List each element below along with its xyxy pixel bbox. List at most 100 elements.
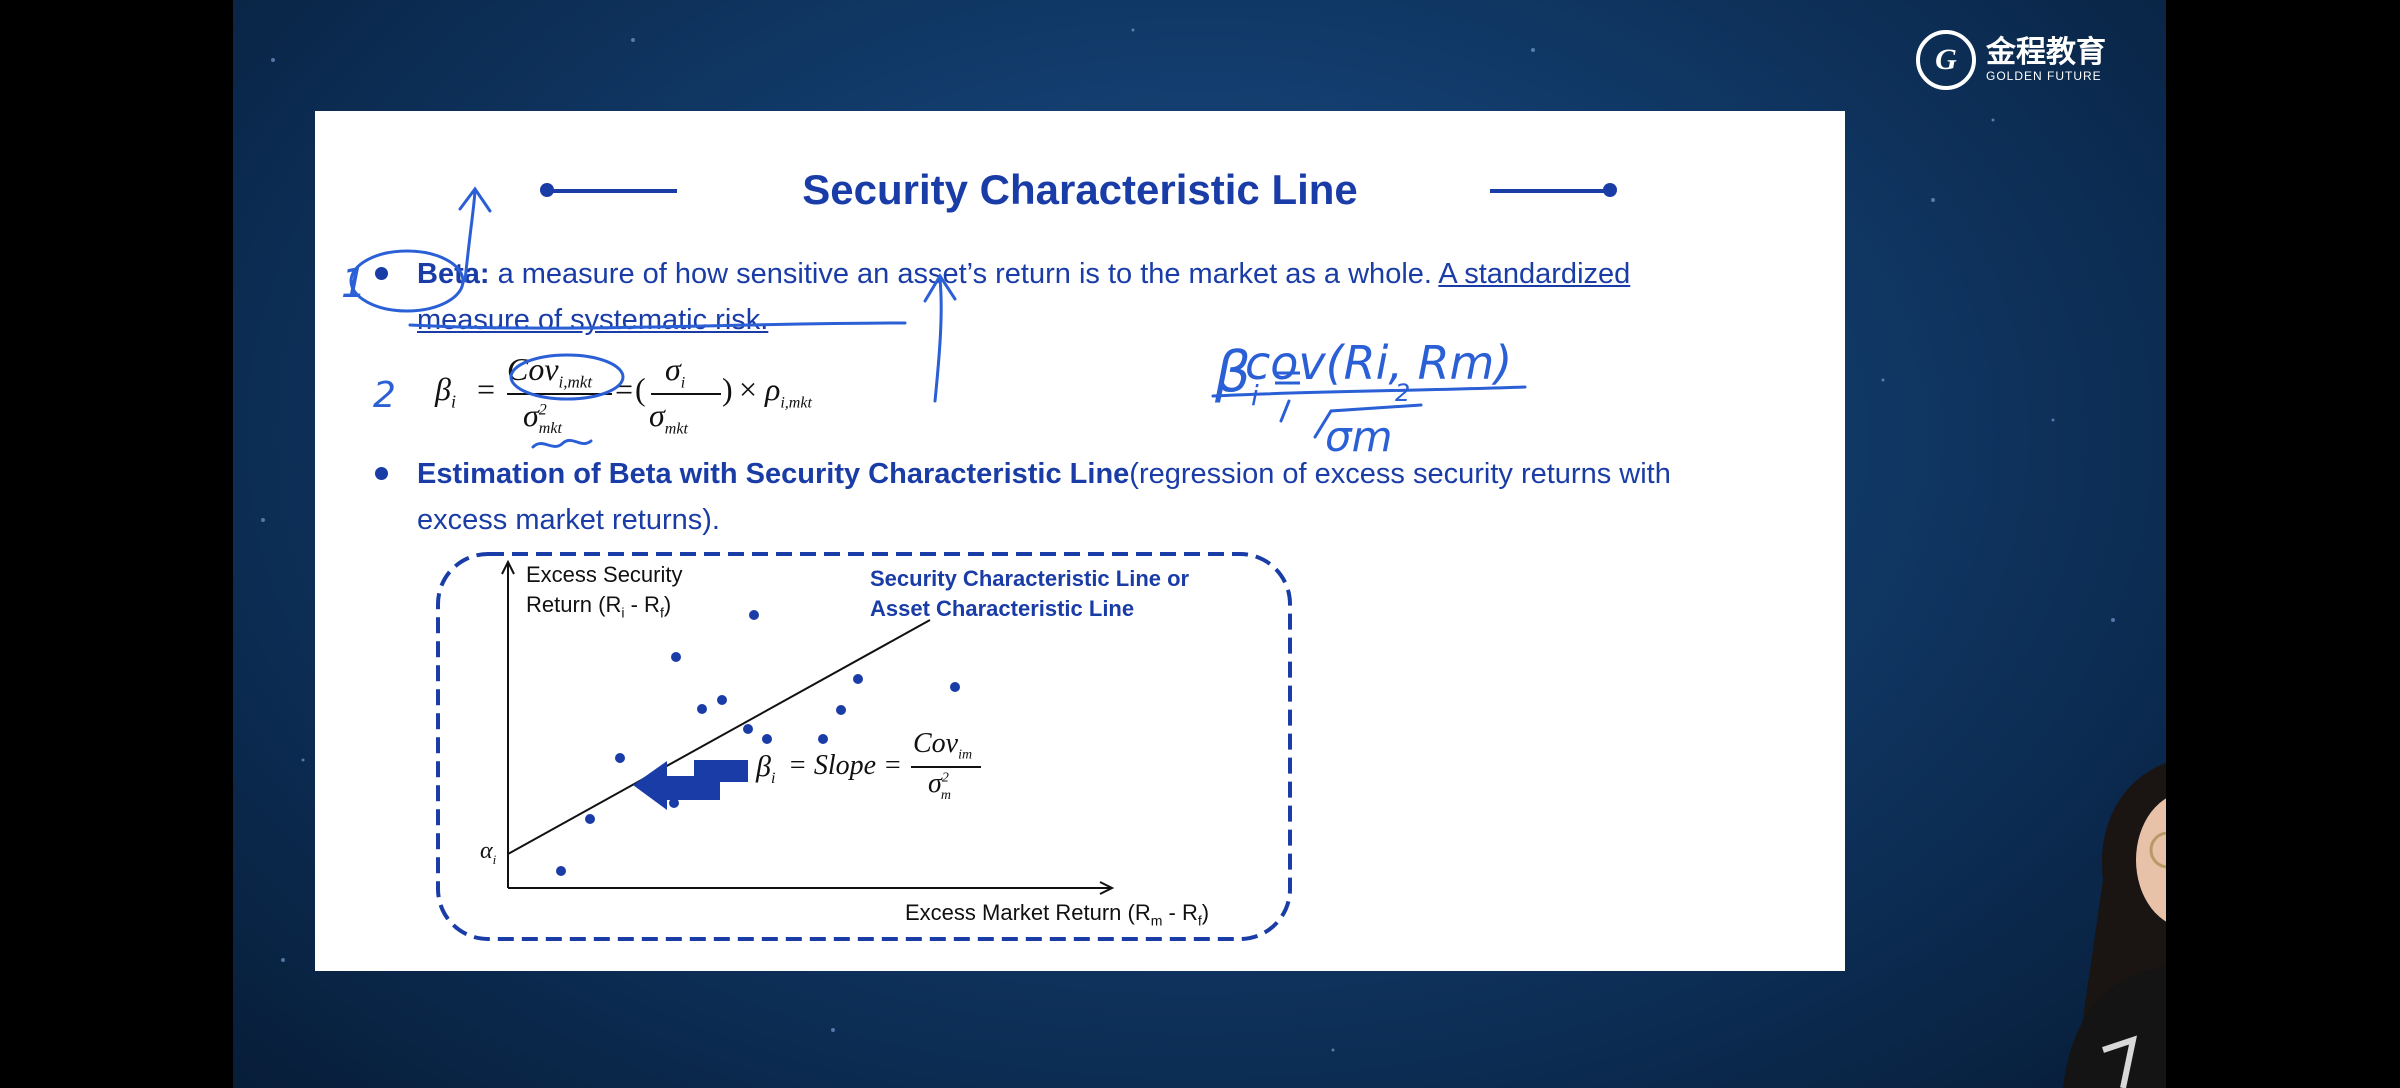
alpha-label: αi	[480, 838, 496, 868]
logo-mark-icon: G	[1916, 30, 1976, 90]
formula-sq: 2	[538, 401, 547, 419]
slide: Security Characteristic Line Beta: a mea…	[315, 111, 1845, 971]
y-axis-label-sub-f: f	[659, 604, 664, 621]
formula-cov-sub: i,mkt	[558, 372, 593, 392]
slope-formula: βi = Slope = Covim σ2m	[756, 728, 996, 828]
annotation-beta: β	[1214, 340, 1251, 405]
formula-rho: ρi,mkt	[765, 371, 812, 412]
title-decoration-right	[1490, 189, 1610, 193]
formula-times: ×	[739, 371, 758, 407]
annotation-beta-sub: i	[1251, 379, 1259, 412]
data-point	[950, 682, 960, 692]
slope-sq: 2	[941, 770, 949, 786]
y-axis-label-line1: Excess Security	[526, 562, 683, 587]
data-point	[671, 652, 681, 662]
formula-sigma-i: σi	[665, 351, 685, 392]
scl-line-label: Security Characteristic Line or Asset Ch…	[870, 564, 1189, 624]
estimation-text: Estimation of Beta with Security Charact…	[417, 451, 1767, 543]
scl-diagram: Excess Security Return (Ri - Rf) Securit…	[430, 548, 1300, 948]
estimation-term: Estimation of Beta with Security Charact…	[417, 458, 1130, 490]
formula-cov: Covi,mkt	[507, 351, 592, 392]
formula-rho-symbol: ρ	[765, 371, 781, 407]
data-point	[743, 724, 753, 734]
video-frame: G 金程教育 GOLDEN FUTURE Security Characteri…	[233, 0, 2166, 1088]
x-axis-label: Excess Market Return (Rm - Rf)	[905, 898, 1209, 935]
beta-underlined-text: A standardized measure of systematic ris…	[417, 258, 1631, 336]
estimation-description: (regression of excess security returns w…	[417, 458, 1671, 536]
data-point	[749, 610, 759, 620]
formula-fraction-bar-2	[651, 393, 721, 395]
dashed-border	[436, 552, 1292, 941]
title-decoration-dot-left	[540, 183, 554, 197]
slope-cov: Cov	[913, 728, 959, 759]
logo-english-text: GOLDEN FUTURE	[1986, 69, 2102, 83]
scl-diagram-graphics	[436, 552, 1292, 941]
slope-cov-sub: im	[958, 747, 973, 763]
scl-line-label-2: Asset Characteristic Line	[870, 596, 1135, 621]
data-point	[762, 734, 772, 744]
x-axis-arrow	[1099, 881, 1115, 895]
beta-term: Beta:	[417, 258, 490, 290]
formula-mkt-sub: mkt	[538, 420, 562, 438]
bullet-estimation	[375, 467, 388, 480]
beta-text: a measure of how sensitive an asset’s re…	[489, 258, 1439, 290]
background-stars	[261, 28, 2115, 1052]
formula-eq-2: =	[615, 371, 634, 407]
logo-chinese-text: 金程教育	[1986, 35, 2106, 70]
formula-sigma-mkt-sub: mkt	[664, 420, 688, 438]
y-axis-label-line2: Return (Ri - Rf)	[526, 590, 683, 627]
x-axis-label-r: Excess Market Return (R	[905, 900, 1151, 925]
beta-definition: Beta: a measure of how sensitive an asse…	[417, 251, 1717, 343]
data-point	[836, 705, 846, 715]
data-point	[615, 753, 625, 763]
formula-rho-sub: i,mkt	[780, 394, 812, 412]
presenter-clothes	[2063, 966, 2166, 1088]
slope-sigma: σ	[928, 768, 942, 799]
data-point	[585, 814, 595, 824]
formula-cov-text: Cov	[507, 351, 559, 387]
formula-sigma-mkt-symbol: σ	[649, 397, 665, 433]
y-axis-arrow	[501, 559, 515, 575]
data-point	[669, 798, 679, 808]
y-axis-label: Excess Security Return (Ri - Rf)	[526, 560, 683, 627]
annotation-squiggle	[531, 438, 593, 449]
y-axis-label-r: Return (R	[526, 592, 622, 617]
y-axis-label-mid: - R	[624, 592, 660, 617]
bullet-beta	[375, 267, 388, 280]
title-decoration-left	[547, 189, 677, 193]
annotation-numerator: cov(Ri, Rm)	[1245, 336, 1512, 390]
presenter-clothes-pattern	[2102, 1035, 2138, 1088]
alpha-symbol: α	[480, 838, 493, 864]
data-point	[853, 674, 863, 684]
formula-paren-close: )	[722, 371, 733, 407]
alpha-sub: i	[492, 851, 497, 867]
formula-paren-open: (	[635, 371, 646, 407]
beta-formula: βi = Covi,mkt σ2mkt = ( σi σmkt ) × ρi,m…	[435, 351, 855, 441]
data-point	[697, 704, 707, 714]
formula-sigma-i-symbol: σ	[665, 351, 681, 387]
y-axis-label-sub-i: i	[621, 604, 625, 621]
slope-beta-sub: i	[770, 770, 776, 787]
golden-future-logo: G 金程教育 GOLDEN FUTURE	[1916, 30, 2106, 90]
formula-beta-sub: i	[450, 391, 456, 412]
formula-fraction-bar-1	[507, 393, 612, 395]
slope-fraction-bar	[911, 766, 981, 768]
x-axis-label-end: )	[1201, 900, 1210, 925]
annotation-denominator-line	[1211, 385, 1527, 398]
formula-sigma: σ	[523, 397, 539, 433]
x-axis-label-sub-m: m	[1150, 912, 1163, 929]
characteristic-line	[507, 619, 931, 855]
formula-sigma-mkt-sq: σ2mkt	[523, 397, 562, 438]
slope-arrow	[633, 760, 748, 810]
data-point	[717, 695, 727, 705]
formula-sigma-i-sub: i	[680, 374, 686, 392]
slope-text: = Slope =	[788, 750, 902, 781]
annotation-number-1: 1	[341, 261, 366, 307]
slide-title: Security Characteristic Line	[802, 166, 1358, 213]
slope-sigma-sub: m	[940, 787, 951, 803]
title-decoration-dot-right	[1603, 183, 1617, 197]
y-axis-label-end: )	[663, 592, 672, 617]
presenter-video	[2063, 762, 2166, 1088]
annotation-sqrt	[1279, 399, 1423, 439]
x-axis-label-mid: - R	[1162, 900, 1198, 925]
